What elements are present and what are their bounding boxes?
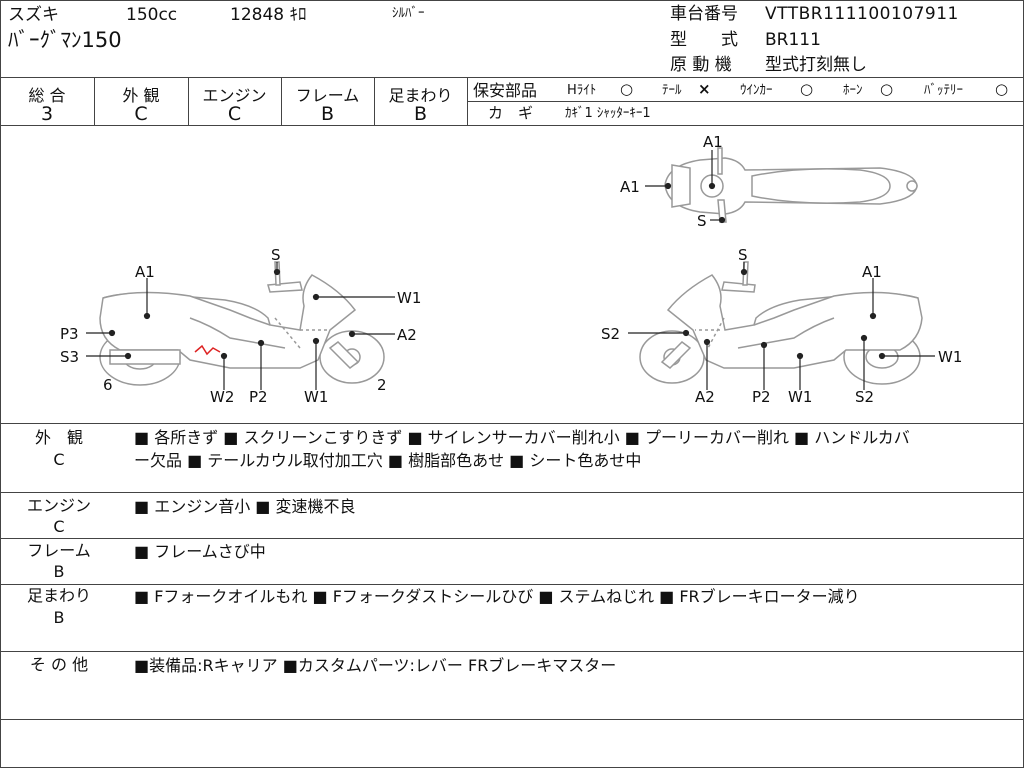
model-type-label: 型 式 [670,30,738,50]
divider [0,719,1024,720]
divider [0,584,1024,585]
grade-exterior-label: 外 観 [122,86,160,105]
grade-overall-value: 3 [40,103,54,125]
label-left-p2: P2 [249,388,268,406]
divider [94,77,95,125]
section-engine-text: ■ エンジン音小 ■ 変速機不良 [134,497,356,516]
maker: スズキ [8,5,59,25]
section-exterior-name: 外 観 [34,428,83,447]
divider [0,651,1024,652]
section-frame-name: フレーム [27,541,91,560]
grade-engine-label: エンジン [202,86,267,105]
section-suspension-name: 足まわり [26,586,91,605]
headlight-label: Hﾗｲﾄ [567,83,597,98]
section-exterior-text: ■ 各所きず ■ スクリーンこすりきず ■ サイレンサーカバー削れ小 ■ プーリ… [134,428,910,470]
grade-exterior-value: C [134,103,148,125]
tail-mark: × [698,80,711,98]
horn-label: ﾎｰﾝ [843,83,863,98]
divider [467,101,1024,102]
divider [0,538,1024,539]
label-right-w1-right: W1 [938,348,962,366]
mileage: 12848 ｷﾛ [230,5,307,25]
divider [0,492,1024,493]
section-frame-text: ■ フレームさび中 [134,542,266,561]
section-suspension-grade: B [53,608,65,627]
section-other-name: そ の 他 [29,655,89,674]
divider [0,423,1024,424]
divider [0,125,1024,126]
label-left-num-rear: 2 [377,376,387,394]
tail-label: ﾃｰﾙ [662,83,682,98]
key-value: ｶｷﾞ1 ｼｬｯﾀｰｷｰ1 [565,106,651,121]
section-other-text: ■装備品:Rキャリア ■カスタムパーツ:レバー FRブレーキマスター [134,656,617,675]
section-exterior-grade: C [53,450,65,469]
section-engine-name: エンジン [26,496,91,515]
label-left-p3: P3 [60,325,79,343]
divider [188,77,189,125]
label-left-w1-right: W1 [397,289,421,307]
label-right-s: S [738,246,748,264]
label-right-p2: P2 [752,388,771,406]
label-right-a1: A1 [862,263,882,281]
battery-label: ﾊﾞｯﾃﾘｰ [924,83,963,98]
label-right-w1-bottom: W1 [788,388,812,406]
scooter-top-view [664,147,918,223]
label-right-a2: A2 [695,388,715,406]
label-top-a1-top: A1 [703,133,723,151]
condition-diagram: A1 A1 S S A1 P3 S3 W1 A2 W2 P2 W1 6 2 S … [60,133,962,406]
section-suspension-text: ■ Fフォークオイルもれ ■ Fフォークダストシールひび ■ ステムねじれ ■ … [134,587,860,606]
divider [467,77,468,125]
displacement: 150cc [126,5,178,25]
battery-mark: ○ [995,80,1009,98]
key-label: カ ギ [488,104,534,122]
label-left-s3: S3 [60,348,79,366]
grade-suspension-label: 足まわり [388,86,453,105]
safety-parts-label: 保安部品 [473,81,538,100]
grade-suspension-value: B [413,103,428,125]
label-right-s2-left: S2 [601,325,620,343]
horn-mark: ○ [880,80,894,98]
frame-number-value: VTTBR111100107911 [765,4,959,24]
label-left-num-front: 6 [103,376,113,394]
winker-label: ｳｲﾝｶｰ [740,83,773,98]
grade-frame-value: B [320,103,335,125]
label-top-s: S [697,212,707,230]
grade-frame-label: フレーム [295,86,360,105]
label-left-a1: A1 [135,263,155,281]
engine-type-value: 型式打刻無し [765,55,867,75]
grade-engine-value: C [227,103,242,125]
model-name: ﾊﾞｰｸﾞﾏﾝ150 [8,28,122,52]
winker-mark: ○ [800,80,814,98]
label-left-w1-bottom: W1 [304,388,328,406]
frame-number-label: 車台番号 [670,4,738,24]
damage-marker [194,344,221,356]
section-engine-grade: C [53,517,65,536]
model-type-value: BR111 [765,30,821,50]
engine-type-label: 原 動 機 [670,55,732,75]
grade-overall-label: 総 合 [28,86,66,105]
label-left-w2: W2 [210,388,234,406]
color: ｼﾙﾊﾞｰ [392,6,425,21]
section-frame-grade: B [53,562,65,581]
label-top-a1-left: A1 [620,178,640,196]
divider [0,77,1024,78]
label-right-s2-bottom: S2 [855,388,874,406]
headlight-mark: ○ [620,80,634,98]
scooter-right-side [639,261,923,385]
divider [374,77,375,125]
divider [281,77,282,125]
label-left-a2: A2 [397,326,417,344]
label-left-s: S [271,246,281,264]
